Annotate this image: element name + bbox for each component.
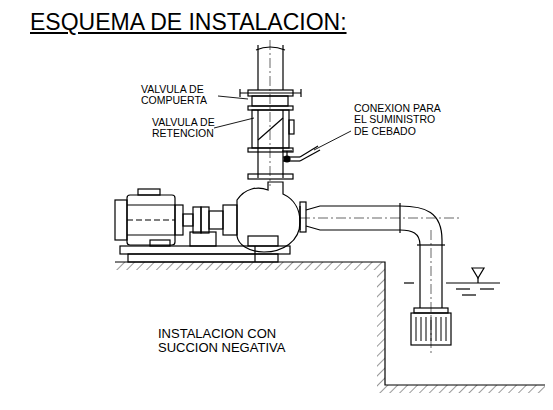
valve-label: VALVULA DE COMPUERTA bbox=[141, 84, 219, 107]
strainer-slots bbox=[416, 317, 446, 341]
valve-label: VALVULA DE RETENCION bbox=[152, 117, 230, 140]
ground bbox=[115, 262, 545, 393]
water-level bbox=[404, 268, 500, 295]
leader-lines bbox=[214, 96, 351, 150]
motor bbox=[115, 189, 183, 246]
priming-valve bbox=[282, 146, 320, 162]
discharge-pipe bbox=[240, 40, 301, 186]
base-plate bbox=[120, 246, 290, 262]
drawing-title: ESQUEMA DE INSTALACION: bbox=[30, 10, 347, 35]
suction-pipe bbox=[300, 203, 460, 355]
installation-note: INSTALACION CON SUCCION NEGATIVA bbox=[158, 327, 290, 355]
coupling bbox=[183, 207, 223, 246]
pump bbox=[223, 182, 306, 252]
connection-label: CONEXION PARA EL SUMINISTRO DE CEBADO bbox=[354, 103, 446, 137]
